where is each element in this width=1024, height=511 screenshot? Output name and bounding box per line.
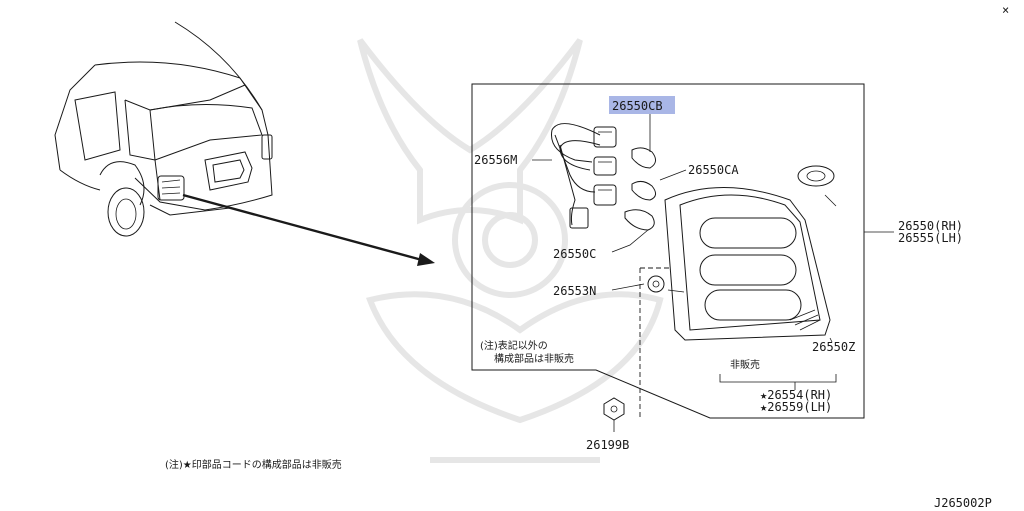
rear-combination-lamp (639, 187, 831, 420)
part-label-26559lh[interactable]: ★26559(LH) (760, 400, 832, 414)
part-label-26550cb[interactable]: 26550CB (612, 99, 663, 113)
close-icon[interactable]: × (1002, 3, 1009, 17)
part-label-26550ca[interactable]: 26550CA (688, 163, 739, 177)
bottom-note: (注)★印部品コードの構成部品は非販売 (165, 458, 342, 471)
part-label-26550z[interactable]: 26550Z (812, 340, 855, 354)
part-label-26199b[interactable]: 26199B (586, 438, 629, 452)
part-label-26553n[interactable]: 26553N (553, 284, 596, 298)
bulb-group (624, 147, 656, 231)
leader-26550ca (659, 169, 687, 181)
selected-part-highlight (609, 96, 675, 114)
harness-26556m (550, 123, 617, 229)
leader-26553n (611, 283, 645, 291)
vehicle-illustration (54, 21, 273, 237)
part-label-26555lh[interactable]: 26555(LH) (898, 231, 963, 245)
callout-arrow (182, 193, 435, 266)
diagram-code: J265002P (934, 496, 992, 510)
seal-ring-part (647, 275, 665, 293)
not-for-sale-label: 非販売 (730, 358, 760, 371)
watermark-emblem (357, 38, 664, 463)
grommet-part (797, 165, 837, 207)
inner-note-line2: 構成部品は非販売 (494, 352, 574, 365)
bracket-26554 (719, 374, 837, 383)
part-label-26550rh[interactable]: 26550(RH) (898, 219, 963, 233)
leader-26550c (611, 229, 649, 253)
part-label-26550c[interactable]: 26550C (553, 247, 596, 261)
nut-part (603, 397, 625, 432)
part-label-26554rh[interactable]: ★26554(RH) (760, 388, 832, 402)
diagram-frame (471, 83, 865, 419)
leader-26550z (829, 337, 833, 343)
inner-note-line1: (注)表記以外の (480, 339, 548, 352)
part-label-26556m[interactable]: 26556M (474, 153, 517, 167)
